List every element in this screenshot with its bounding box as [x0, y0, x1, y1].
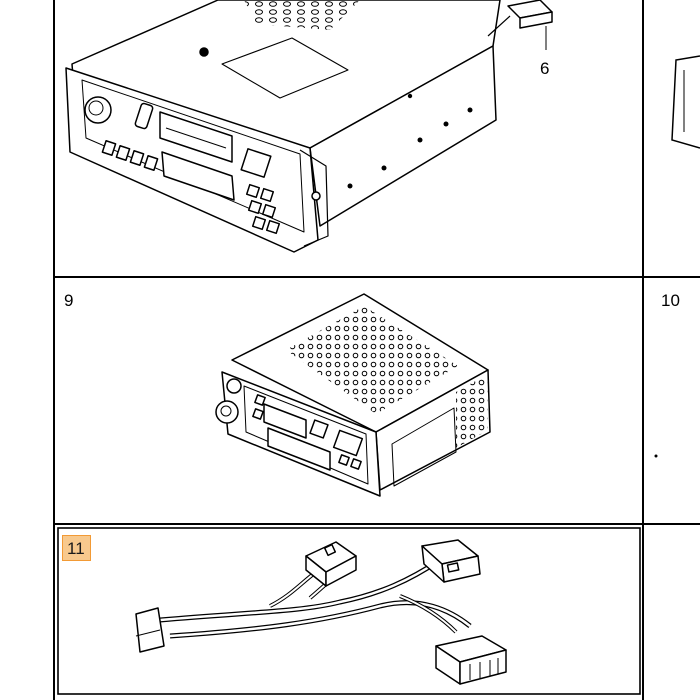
stray-dot: [654, 454, 658, 458]
wiring-harness: [135, 539, 507, 685]
part-number-6: 6: [540, 59, 550, 78]
part-number-10: 10: [661, 291, 680, 310]
panel-grid: [53, 0, 700, 700]
part-number-11-highlighted[interactable]: 11: [62, 535, 91, 561]
adjacent-part-fragment: [671, 55, 700, 149]
compact-radio-unit: [215, 293, 491, 497]
radio-cassette-unit: [65, 0, 553, 253]
part-number-9: 9: [64, 291, 74, 310]
